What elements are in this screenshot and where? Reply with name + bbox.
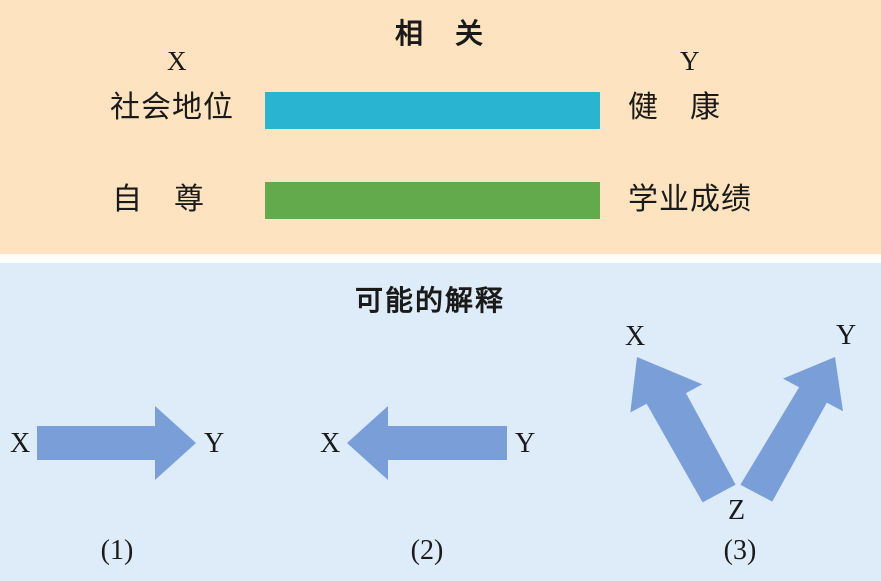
correlation-bar-2: [265, 182, 600, 219]
correlation-panel: 相 关 X Y 社会地位 健 康 自 尊 学业成绩: [0, 0, 881, 254]
diagram-1-x-label: X: [10, 428, 31, 459]
row-2-y-label: 学业成绩: [628, 183, 752, 216]
diagram-3-z-label: Z: [728, 495, 746, 526]
diagram-3-y-label: Y: [836, 320, 857, 351]
x-header: X: [167, 46, 187, 76]
diagram-3-number: (3): [723, 535, 757, 566]
correlation-heading: 相 关: [394, 17, 486, 50]
diagram-2-x-label: X: [320, 428, 341, 459]
diagram-1-number: (1): [100, 535, 134, 566]
explanations-heading: 可能的解释: [354, 284, 506, 317]
row-2-x-label: 自 尊: [112, 183, 205, 216]
correlation-bar-1: [265, 92, 600, 129]
explanations-panel: 可能的解释: [0, 263, 881, 581]
diagram-1-y-label: Y: [204, 428, 225, 459]
arrow-1-right: [37, 406, 196, 480]
arrow-3-to-x: [630, 357, 736, 503]
diagram-3-x-label: X: [625, 321, 646, 352]
row-1-x-label: 社会地位: [110, 91, 234, 124]
y-header: Y: [680, 46, 700, 76]
arrow-3-to-y: [740, 357, 843, 502]
diagram-2-number: (2): [410, 535, 444, 566]
diagram-2-y-label: Y: [515, 428, 536, 459]
arrow-2-left: [347, 406, 507, 480]
row-1-y-label: 健 康: [628, 91, 721, 124]
